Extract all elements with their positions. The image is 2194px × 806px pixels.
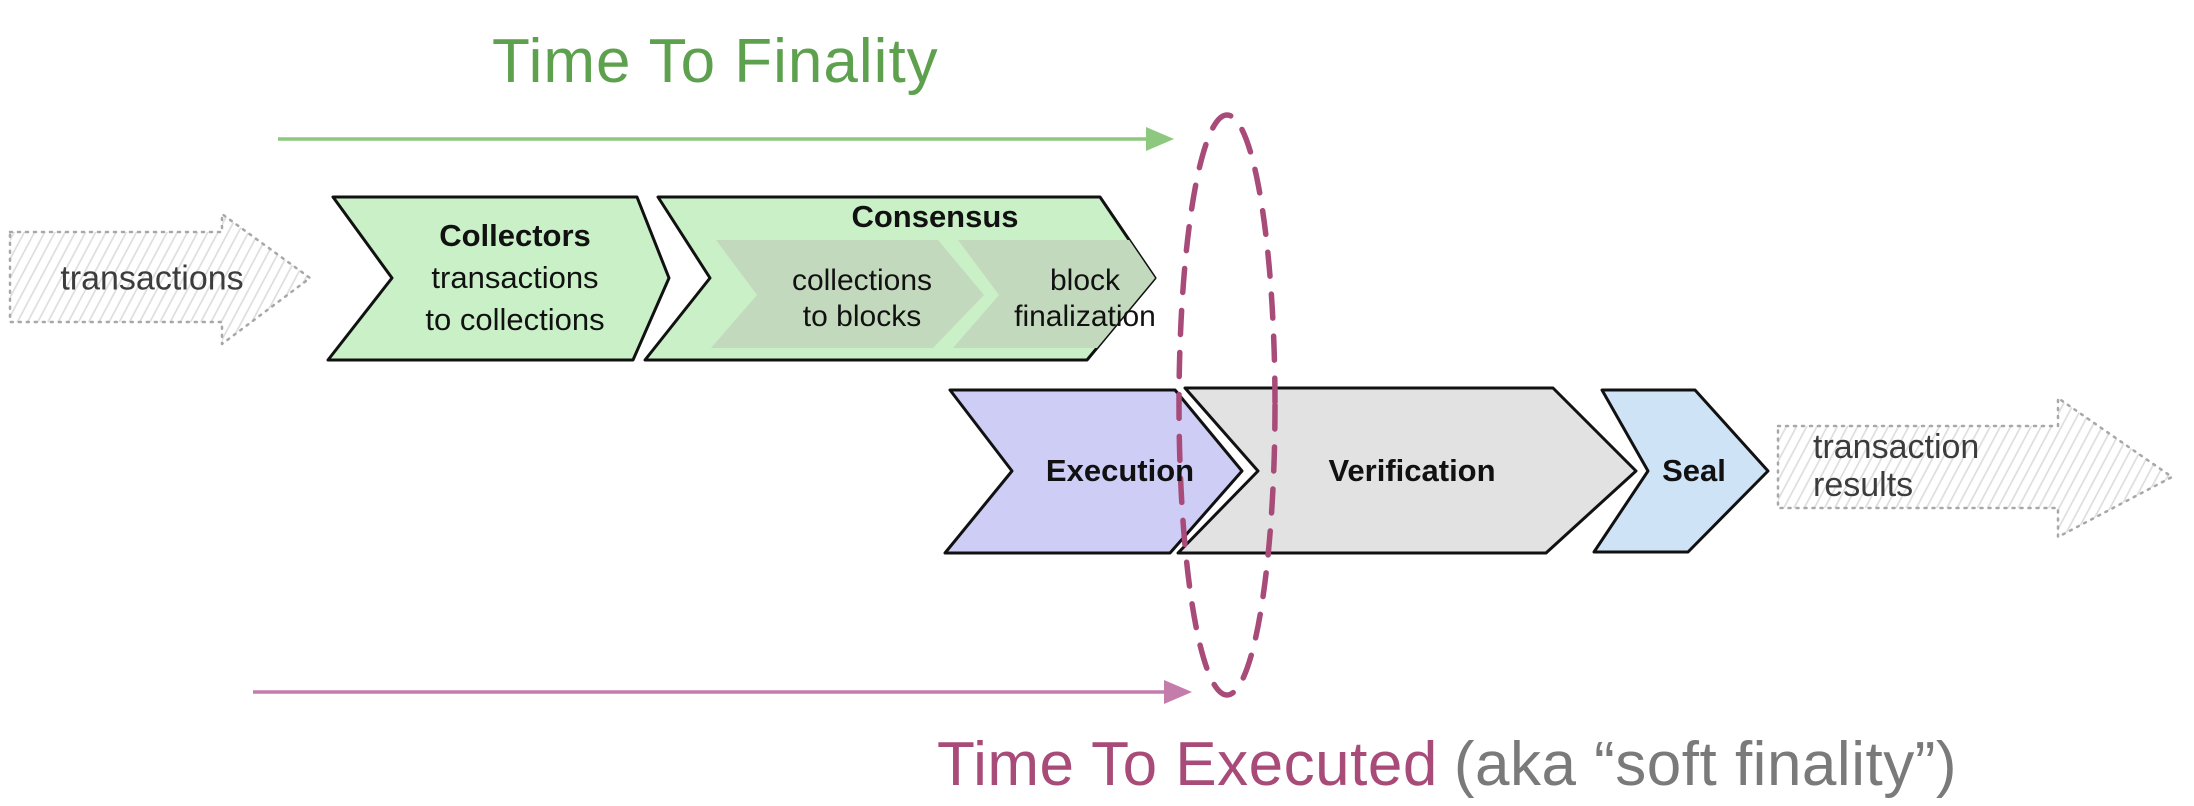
collectors-chevron-shape [326,195,671,362]
block-finalization-line2: finalization [1014,300,1156,333]
collectors-label: Collectors transactions to collections [425,215,604,341]
executed-boundary-ellipse [1176,112,1278,698]
collections-to-blocks-line1: collections [791,264,933,297]
time-to-executed-suffix: (aka “soft finality”) [1453,730,1957,799]
transactions-input-label: transactions [60,259,244,298]
collections-to-blocks-subchevron-shape [711,240,984,348]
verification-label: Verification [1328,453,1496,488]
block-finalization-line1: block [1049,264,1121,297]
verification-chevron-shape [1176,386,1638,555]
collectors-title: Collectors [439,218,591,253]
time-to-executed-title: Time To Executed [937,730,1438,799]
seal-label: Seal [1662,453,1726,488]
execution-chevron-shape [943,388,1244,555]
collections-to-blocks-label: collections to blocks [792,263,932,335]
execution-label: Execution [1045,453,1195,488]
consensus-title: Consensus [851,199,1019,234]
block-finalization-label: block finalization [1014,263,1156,335]
time-to-executed-caption: Time To Executed(aka “soft finality”) [937,729,1957,800]
transaction-results-label: transaction results [1813,428,1979,504]
collectors-line1: transactions [431,260,599,295]
time-to-finality-arrow-head [1146,127,1174,151]
time-to-finality-title: Time To Finality [492,27,939,96]
transaction-results-line1: transaction [1813,428,1980,466]
transaction-results-line2: results [1813,466,1914,504]
transactions-input-arrow-shape [8,212,312,346]
transaction-results-output-arrow-shape [1776,396,2174,539]
collectors-line2: to collections [425,302,605,337]
collections-to-blocks-line2: to blocks [802,300,922,333]
seal-chevron-shape [1592,388,1770,554]
time-to-executed-arrow-head [1164,680,1192,704]
